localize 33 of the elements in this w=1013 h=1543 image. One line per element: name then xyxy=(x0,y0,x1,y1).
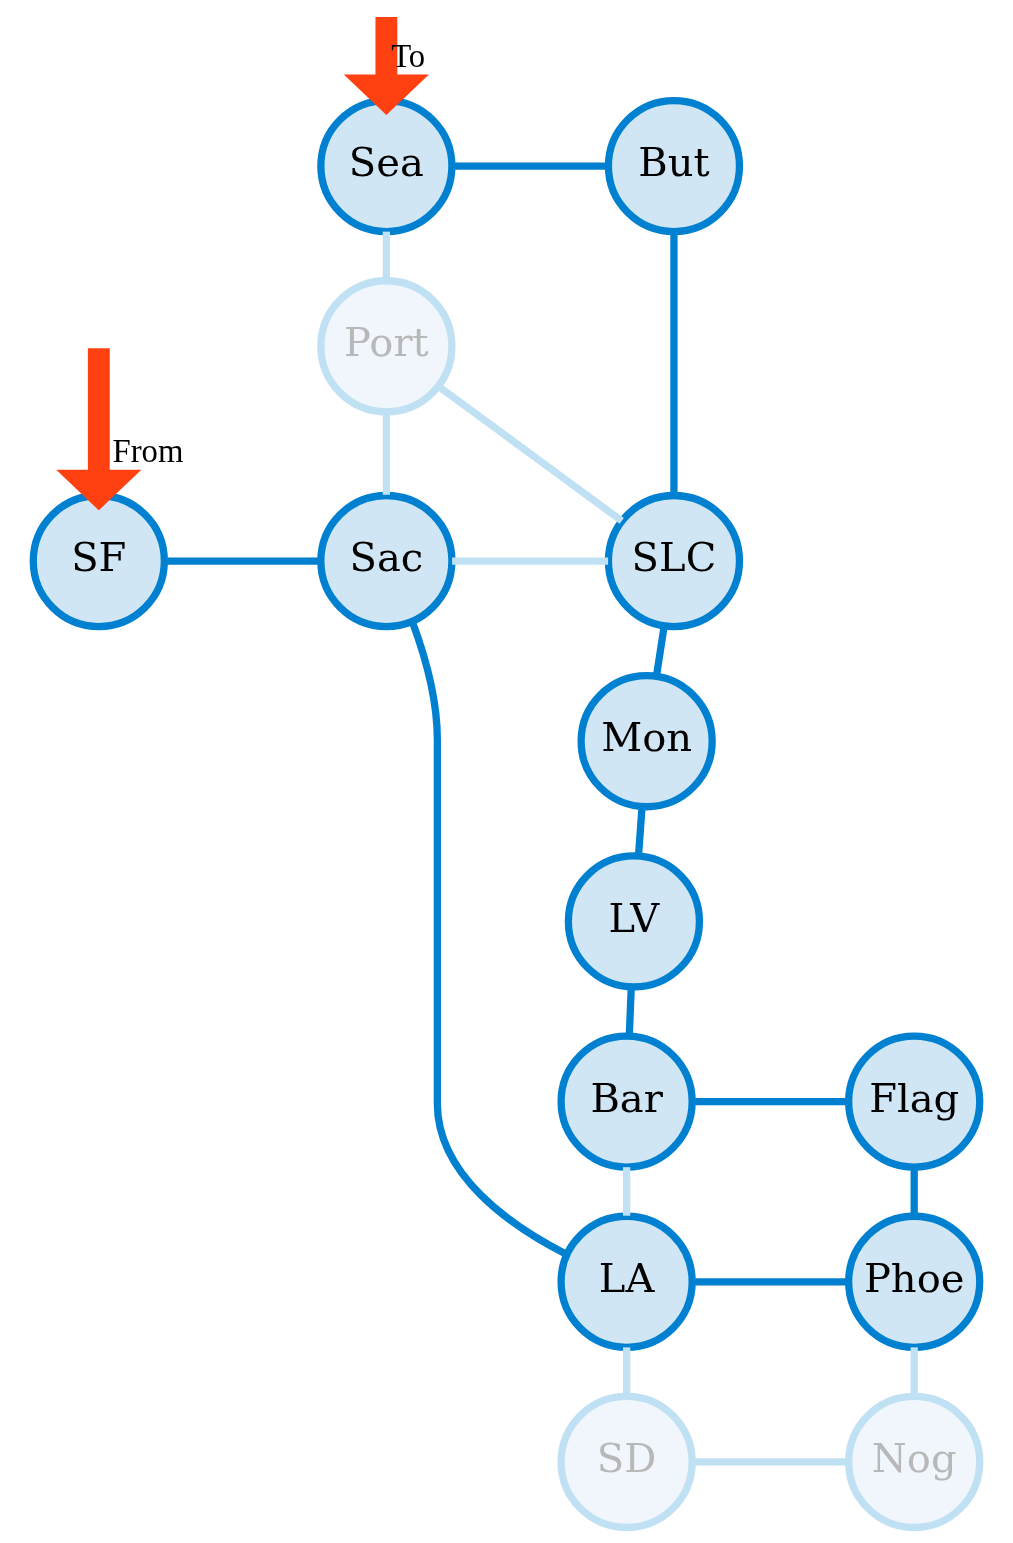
node-circle: Phoe xyxy=(845,1212,984,1351)
node-circle: Mon xyxy=(577,672,716,811)
node-circle: LV xyxy=(564,852,704,991)
connector xyxy=(164,557,321,565)
connector xyxy=(692,1278,849,1286)
connector xyxy=(634,806,646,857)
node-circle: Bar xyxy=(557,1032,696,1171)
edge-label: From xyxy=(112,432,184,469)
node-circle: SF xyxy=(29,491,168,631)
connector xyxy=(436,383,624,524)
node-circle: LA xyxy=(557,1212,696,1351)
node-circle: Sea xyxy=(317,96,456,236)
connector xyxy=(382,231,390,281)
arrow xyxy=(343,16,429,115)
node-circle: SD xyxy=(557,1392,696,1532)
connector xyxy=(623,1347,631,1396)
node-circle: But xyxy=(604,96,744,236)
node-circle: Port xyxy=(317,277,456,416)
node-circle: Flag xyxy=(845,1032,984,1171)
connector xyxy=(452,162,609,170)
connector xyxy=(623,1167,631,1216)
connector xyxy=(382,412,390,495)
connector xyxy=(692,1097,849,1106)
node-circle: Sac xyxy=(317,491,456,631)
node-circle: SLC xyxy=(604,491,744,631)
connector xyxy=(452,557,609,565)
arrow xyxy=(56,348,142,511)
connector xyxy=(692,1458,849,1466)
connector xyxy=(625,986,635,1036)
connector xyxy=(910,1167,918,1216)
connector xyxy=(408,620,569,1258)
node-circle: Nog xyxy=(845,1392,984,1532)
connector xyxy=(910,1347,918,1396)
